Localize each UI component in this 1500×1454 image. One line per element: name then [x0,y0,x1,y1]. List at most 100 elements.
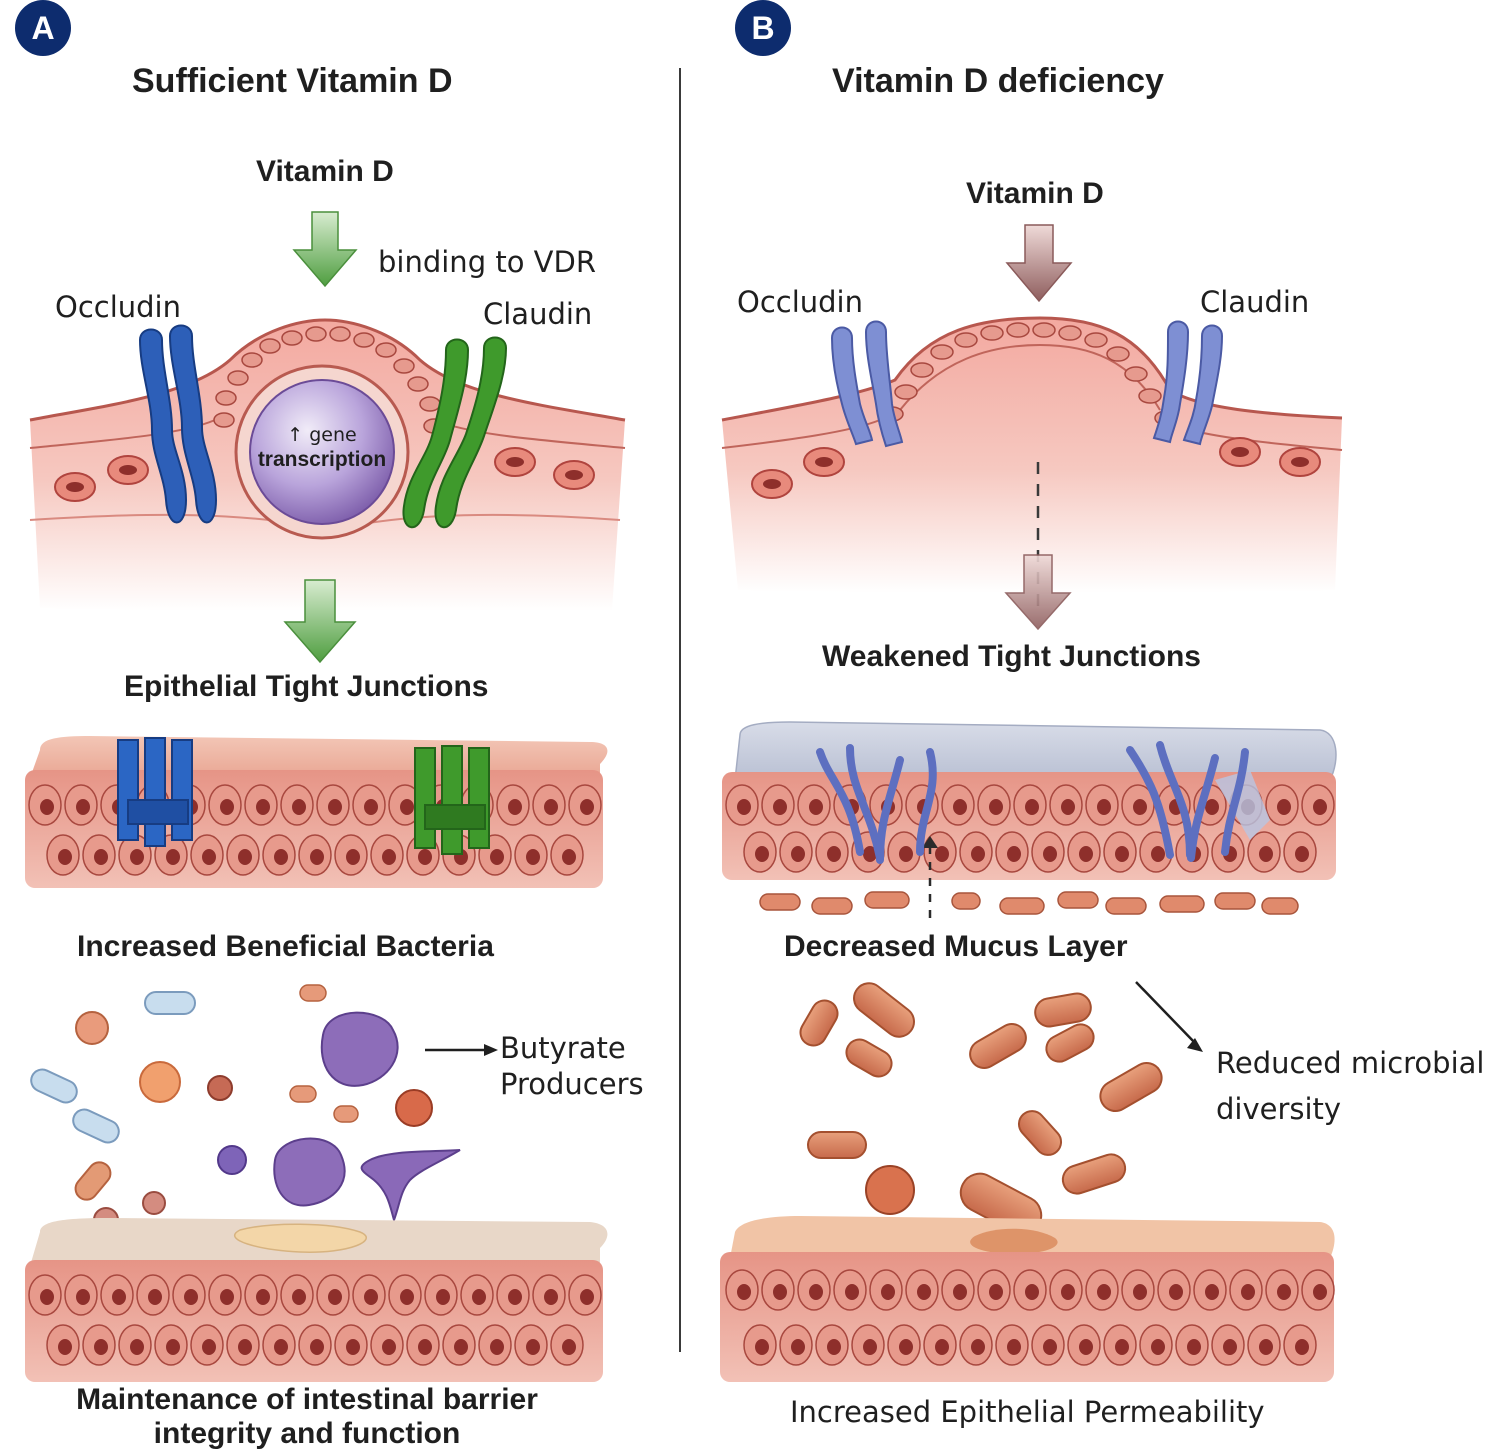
cell-nucleus [989,1284,1003,1300]
claudin-label-b: Claudin [1200,285,1310,319]
butyrate-label: Butyrate Producers [500,1030,644,1102]
tight-junction-arrow-icon [283,579,357,664]
cell-nucleus [791,846,805,862]
cell-nucleus [1169,1284,1183,1300]
cell-nucleus [328,1289,342,1305]
cell-nucleus [454,1339,468,1355]
panel-a-title: Sufficient Vitamin D [132,62,453,100]
vitamin-d-arrow-b-icon [1005,224,1073,303]
cell-nucleus [184,1289,198,1305]
butyrate-line2: Producers [500,1067,644,1101]
cell-nucleus [202,1339,216,1355]
cell-nucleus [1205,799,1219,815]
cell-nucleus [94,1339,108,1355]
mucus-layer-label: Decreased Mucus Layer [784,930,1128,963]
cell-nucleus [544,799,558,815]
cell-nucleus [935,846,949,862]
cell-nucleus [755,846,769,862]
cell-nucleus [1043,1339,1057,1355]
cell-nucleus [1025,799,1039,815]
cell-nucleus [256,799,270,815]
cell-nucleus [220,799,234,815]
disrupted-junction-icon [816,741,1249,864]
panel-b-badge: B [735,0,791,56]
cell-nucleus [773,799,787,815]
cell-nucleus [310,849,324,865]
cell-nucleus [737,799,751,815]
cell-nucleus [364,1289,378,1305]
tight-junction-occludin-icon [117,737,193,847]
cell-nucleus [580,1289,594,1305]
cell-nucleus [1079,846,1093,862]
butyrate-arrow-icon [484,1044,498,1056]
cell-nucleus [274,849,288,865]
cell-nucleus [1313,799,1327,815]
cell-nucleus [364,799,378,815]
cell-nucleus [971,1339,985,1355]
cell-nucleus [58,849,72,865]
beneficial-bacteria-icon [30,984,461,1233]
cell-nucleus [1043,846,1057,862]
cell-nucleus [1133,799,1147,815]
cell-nucleus [1151,846,1165,862]
cell-nucleus [274,1339,288,1355]
cell-nucleus [827,1339,841,1355]
binding-vdr-label: binding to VDR [378,245,596,279]
cell-nucleus [1187,1339,1201,1355]
barrier-line1: Maintenance of intestinal barrier [76,1383,538,1416]
cell-nucleus [1007,1339,1021,1355]
cell-nucleus [881,1284,895,1300]
cell-nucleus [1115,846,1129,862]
cell-nucleus [400,799,414,815]
cell-nucleus [238,1339,252,1355]
cell-nucleus [346,1339,360,1355]
cell-nucleus [809,799,823,815]
cell-nucleus [1205,1284,1219,1300]
cell-nucleus [130,849,144,865]
cell-nucleus [490,1339,504,1355]
weak-claudin-icon [1152,320,1224,446]
cell-nucleus [1061,1284,1075,1300]
cell-nucleus [1007,846,1021,862]
diversity-line1: Reduced microbial [1216,1046,1485,1080]
cell-nucleus [256,1289,270,1305]
cell-nucleus [1115,1339,1129,1355]
cell-nucleus [130,1339,144,1355]
cell-nucleus [989,799,1003,815]
cell-nucleus [310,1339,324,1355]
cell-nucleus [953,799,967,815]
panel-b-illustration [720,224,1343,1382]
reduced-bacteria-icon [799,982,1163,1236]
occludin-label-a: Occludin [55,290,181,324]
mucus-droplets [759,891,1299,915]
cell-nucleus [1061,799,1075,815]
butyrate-line1: Butyrate [500,1031,626,1065]
cell-nucleus [827,846,841,862]
cell-nucleus [220,1289,234,1305]
cell-nucleus [544,1289,558,1305]
occludin-protein-icon [138,324,218,524]
cell-nucleus [755,1339,769,1355]
nucleus-a [249,379,395,525]
cell-nucleus [292,799,306,815]
cell-nucleus [436,1289,450,1305]
cell-nucleus [899,846,913,862]
cell-nucleus [580,799,594,815]
cell-nucleus [400,1289,414,1305]
weak-occludin-icon [830,320,904,448]
cell-nucleus [382,849,396,865]
cell-nucleus [40,799,54,815]
panel-a-badge: A [15,0,71,56]
vitamin-d-label-a: Vitamin D [256,155,394,188]
cell-nucleus [1097,799,1111,815]
tight-junctions-label: Epithelial Tight Junctions [124,670,489,703]
cell-nucleus [1097,1284,1111,1300]
cell-nucleus [1241,1284,1255,1300]
cell-nucleus [863,1339,877,1355]
cell-nucleus [1277,1284,1291,1300]
barrier-line2: integrity and function [153,1417,461,1450]
cell-nucleus [562,849,576,865]
vitamin-d-arrow-icon [292,211,358,288]
claudin-label-a: Claudin [483,297,593,331]
